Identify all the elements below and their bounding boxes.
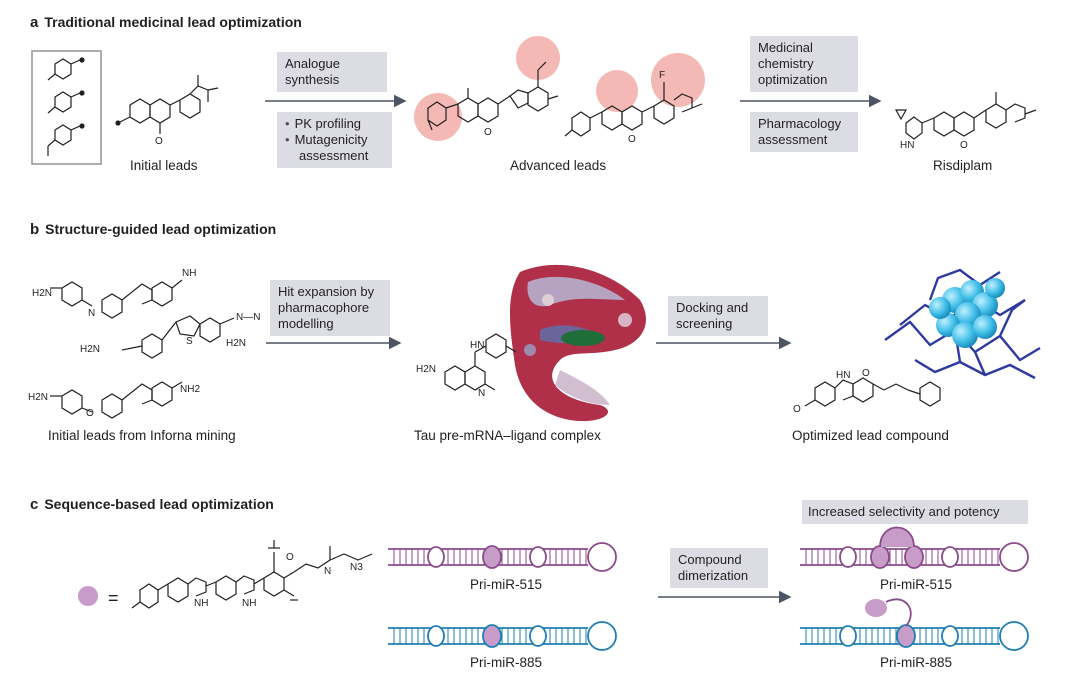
risdiplam-caption: Risdiplam bbox=[933, 158, 993, 173]
tau-ligand-molecule bbox=[444, 333, 517, 391]
internal-loop bbox=[941, 546, 959, 568]
binding-site bbox=[482, 624, 502, 648]
amine-fragments bbox=[47, 57, 85, 156]
initial-leads-caption: Initial leads bbox=[130, 158, 198, 173]
optimized-caption: Optimized lead compound bbox=[792, 428, 949, 443]
profiling-box: PK profiling Mutagenicity assessment bbox=[277, 112, 392, 168]
binding-site bbox=[482, 545, 502, 569]
inforna-h2n-1: H2N bbox=[32, 288, 52, 299]
inforna-lead-1 bbox=[50, 279, 183, 319]
advanced-lead-1 bbox=[427, 61, 559, 131]
risdiplam-molecule bbox=[894, 92, 1037, 140]
module-nh-1: NH bbox=[194, 598, 208, 609]
initial-lead-o: O bbox=[155, 136, 163, 147]
adv-o-1: O bbox=[484, 127, 492, 138]
selectivity-box: Increased selectivity and potency bbox=[802, 500, 1028, 524]
terminal-loop bbox=[999, 542, 1029, 572]
advanced-leads-caption: Advanced leads bbox=[510, 158, 607, 173]
dimerization-box: Compound dimerization bbox=[670, 548, 768, 588]
ligand-h2n: H2N bbox=[416, 364, 436, 375]
rna-885-label: Pri-miR-885 bbox=[470, 655, 543, 670]
ligand-n: N bbox=[478, 388, 485, 399]
terminal-loop bbox=[587, 542, 617, 572]
highlight-2 bbox=[516, 36, 560, 80]
inforna-lead-3 bbox=[50, 381, 183, 419]
rna-515-label: Pri-miR-515 bbox=[470, 577, 543, 592]
linker bbox=[885, 598, 912, 627]
module-n3: N3 bbox=[350, 562, 363, 573]
ligand-spheres bbox=[929, 278, 1005, 348]
amine-fragments-box bbox=[31, 50, 102, 165]
module-nh-2: NH bbox=[242, 598, 256, 609]
hairpin-885 bbox=[388, 621, 617, 651]
terminal-loop bbox=[999, 621, 1029, 651]
module-nh: N bbox=[324, 566, 331, 577]
module-molecule bbox=[131, 540, 373, 609]
module-legend-dot bbox=[78, 586, 98, 606]
opt-hn: HN bbox=[836, 370, 850, 381]
pharmacology-box: Pharmacology assessment bbox=[750, 112, 858, 152]
risdiplam-hn: HN bbox=[900, 140, 914, 151]
complex-caption: Tau pre-mRNA–ligand complex bbox=[414, 428, 601, 443]
analogue-synthesis-box: Analogue synthesis bbox=[277, 52, 387, 92]
ligand-in-pocket bbox=[561, 330, 605, 346]
dimer-linker bbox=[879, 526, 915, 548]
optimized-molecule bbox=[804, 377, 941, 407]
rna-885-dimer-label: Pri-miR-885 bbox=[880, 655, 953, 670]
adv-o-2: O bbox=[628, 134, 636, 145]
tau-rna-surface bbox=[510, 264, 646, 422]
inforna-lead-2 bbox=[121, 315, 235, 359]
inforna-n-1: N bbox=[88, 308, 95, 319]
inforna-s: S bbox=[186, 336, 193, 347]
rna-515-dimer-label: Pri-miR-515 bbox=[880, 577, 953, 592]
hairpin-885-dimer bbox=[800, 598, 1029, 651]
hairpin-515-dimer bbox=[800, 526, 1029, 572]
docking-box: Docking and screening bbox=[668, 296, 768, 336]
internal-loop bbox=[839, 625, 857, 647]
inforna-h2n-2: H2N bbox=[80, 344, 100, 355]
internal-loop bbox=[941, 625, 959, 647]
advanced-lead-2 bbox=[564, 82, 703, 137]
medicinal-chemistry-box: Medicinal chemistry optimization bbox=[750, 36, 858, 92]
internal-loop bbox=[427, 546, 445, 568]
highlight-3 bbox=[596, 70, 638, 112]
opt-meo: O bbox=[793, 404, 801, 415]
inforna-o-3: O bbox=[86, 408, 94, 419]
module-o: O bbox=[286, 552, 294, 563]
hit-expansion-box: Hit expansion by pharmacophore modelling bbox=[270, 280, 390, 336]
adv-f: F bbox=[659, 70, 665, 81]
equals-sign: = bbox=[108, 588, 119, 608]
unbound-module bbox=[865, 599, 887, 617]
binding-site bbox=[870, 545, 890, 569]
internal-loop bbox=[427, 625, 445, 647]
terminal-loop bbox=[587, 621, 617, 651]
inforna-nh2-3: NH2 bbox=[180, 384, 200, 395]
internal-loop bbox=[529, 546, 547, 568]
inforna-h2n-3: H2N bbox=[28, 392, 48, 403]
ligand-hn: HN bbox=[470, 340, 484, 351]
hairpin-515 bbox=[388, 542, 617, 572]
inforna-nh-2: N—N bbox=[236, 312, 260, 323]
inforna-leads-caption: Initial leads from Inforna mining bbox=[48, 428, 236, 443]
initial-lead-molecule bbox=[115, 75, 219, 134]
opt-o: O bbox=[862, 368, 870, 379]
binding-site bbox=[896, 624, 916, 648]
binding-site-2 bbox=[904, 545, 924, 569]
risdiplam-o: O bbox=[960, 140, 968, 151]
internal-loop bbox=[839, 546, 857, 568]
inforna-nh-1: NH bbox=[182, 268, 196, 279]
internal-loop bbox=[529, 625, 547, 647]
highlight-1 bbox=[414, 93, 462, 141]
inforna-nh2-2: H2N bbox=[226, 338, 246, 349]
